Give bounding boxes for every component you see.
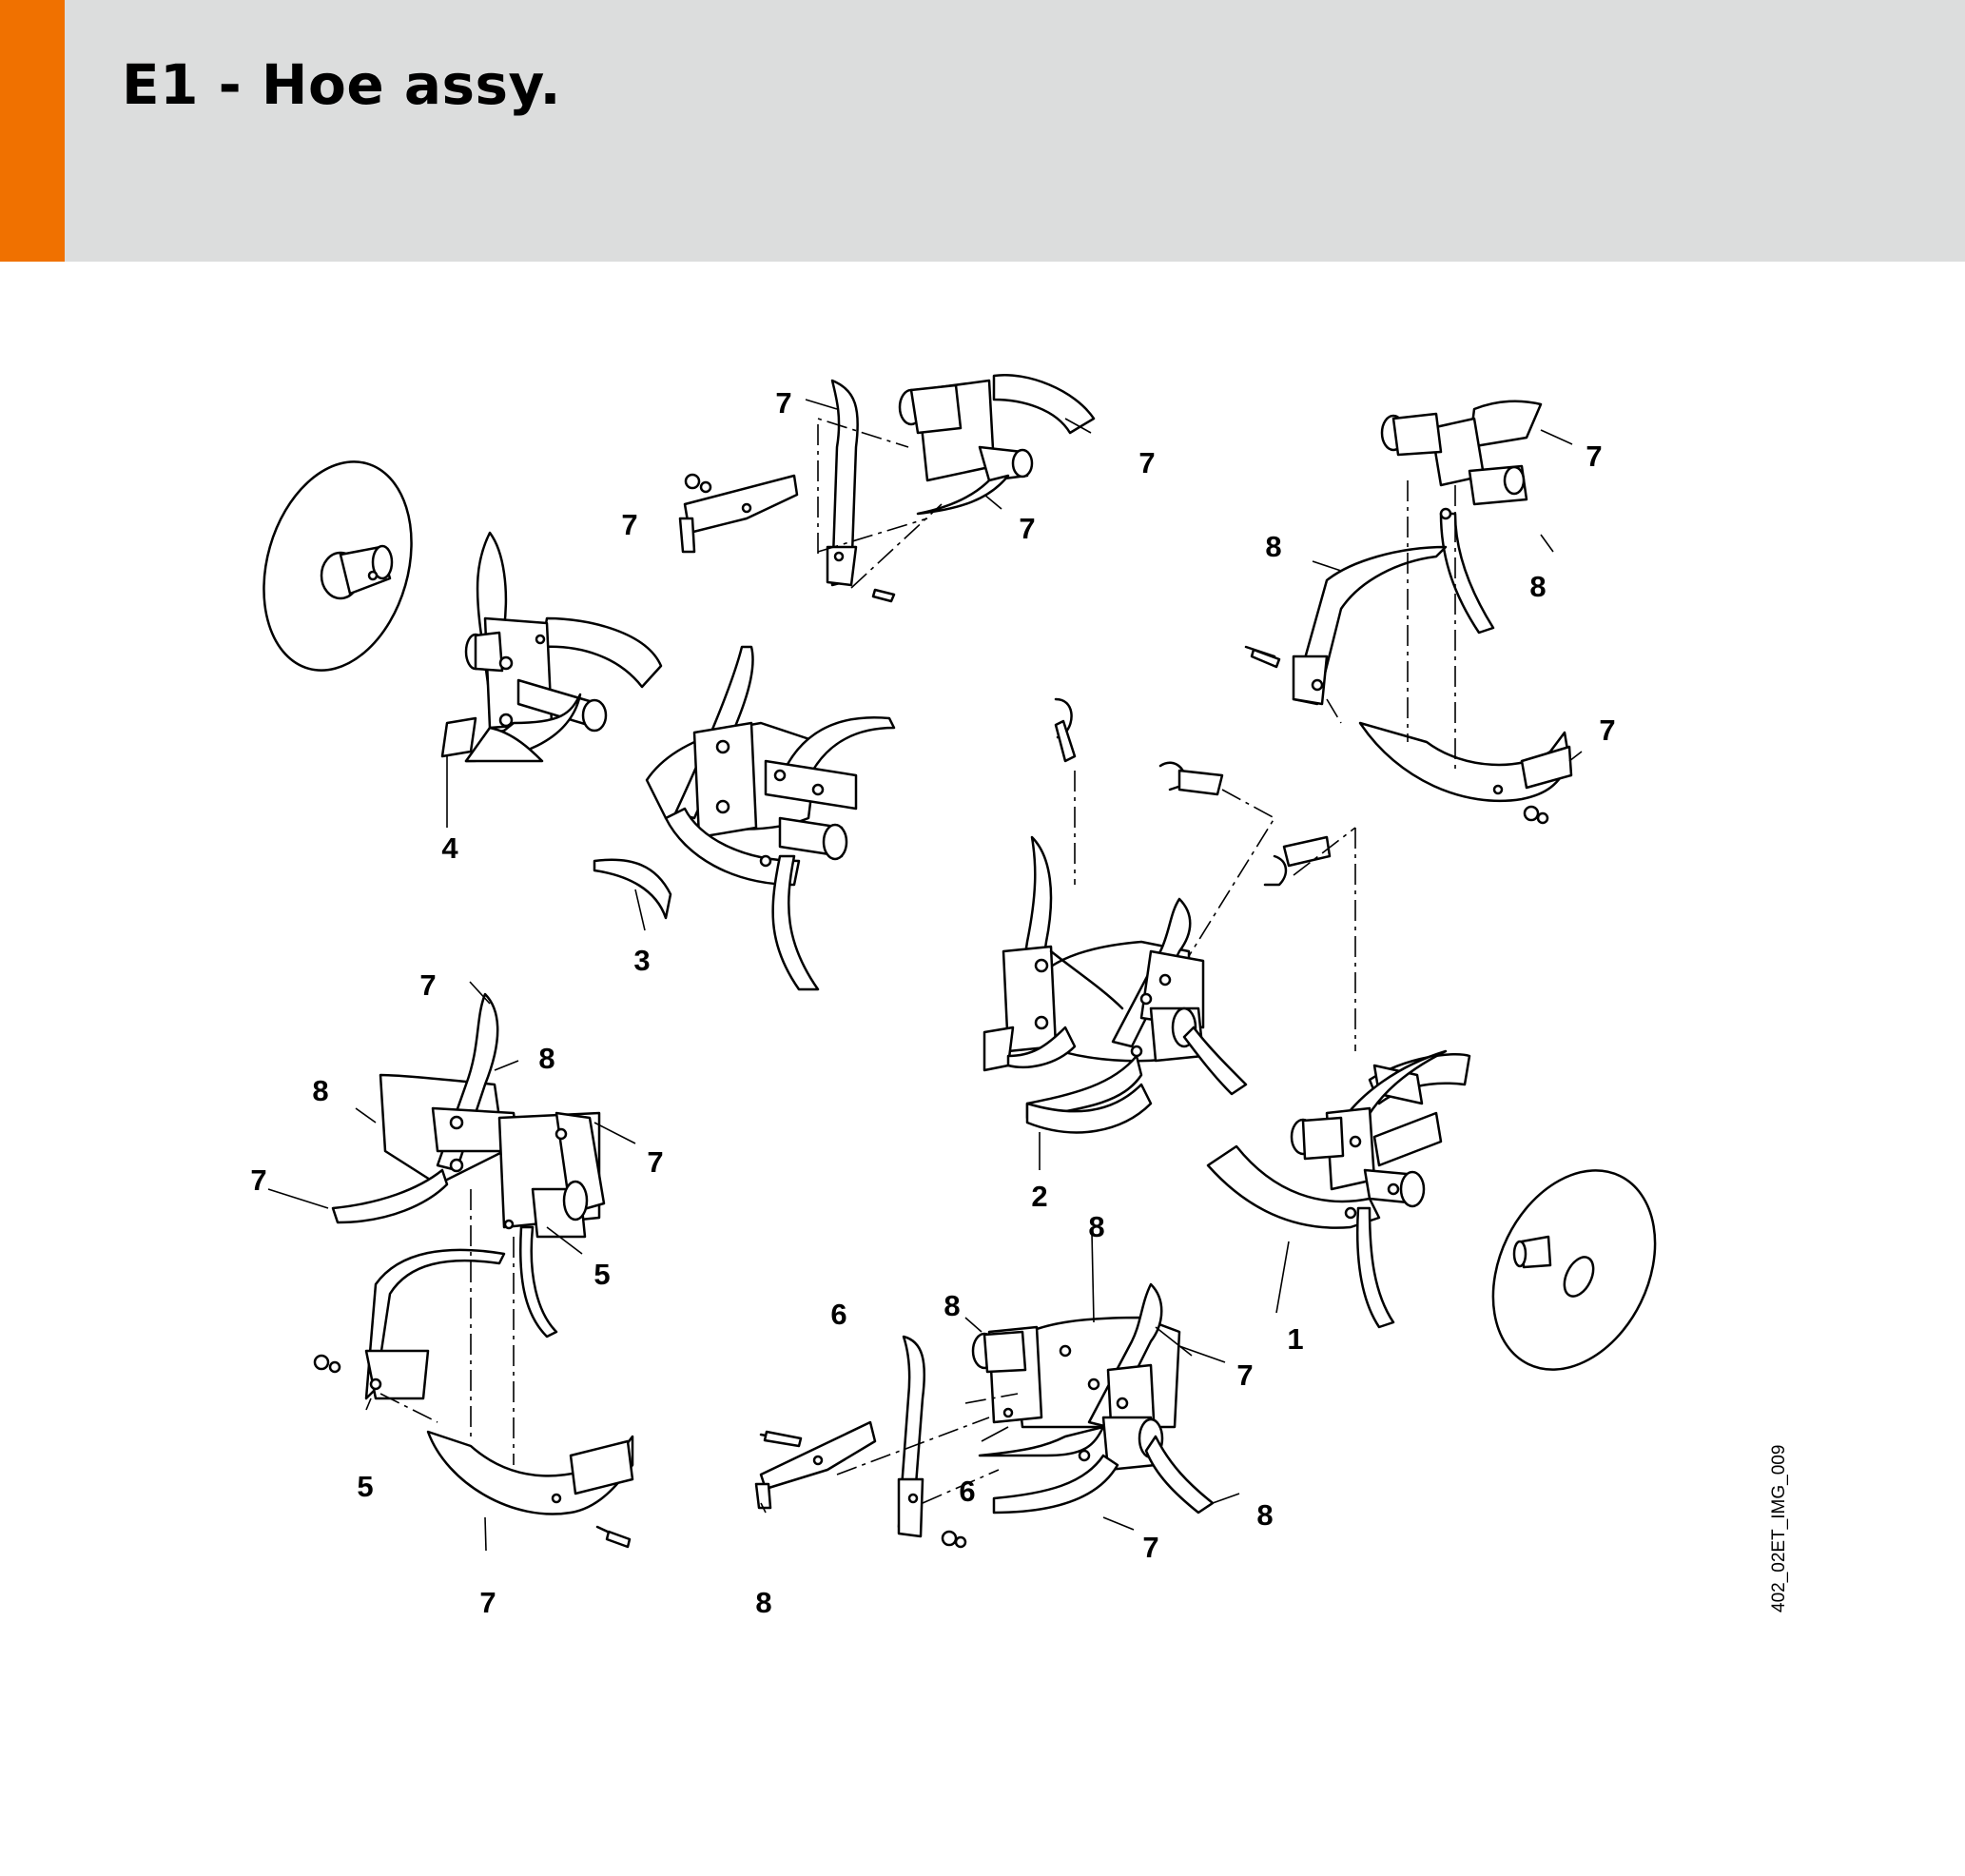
center-clips (1054, 697, 1332, 887)
hoe-line-art (263, 374, 1657, 1549)
callout-labels: 1 2 3 4 5 5 6 6 7 7 7 7 7 7 7 7 7 7 7 7 … (250, 386, 1615, 1619)
hoe-unit-5 (313, 992, 634, 1549)
callout-7: 7 (1236, 1358, 1253, 1392)
hoe-unit-top-center (678, 374, 1096, 603)
callout-8: 8 (1256, 1498, 1273, 1532)
callout-8: 7 (1138, 446, 1155, 479)
right-protective-disc (1491, 1169, 1657, 1371)
image-reference-text: 402_02ET_IMG_009 (1769, 1444, 1789, 1612)
callout-8: 8 (312, 1074, 328, 1107)
hoe-unit-6 (754, 1282, 1215, 1549)
callout-7: 7 (1142, 1531, 1158, 1564)
page-title: E1 - Hoe assy. (122, 52, 562, 117)
hoe-unit-2 (982, 835, 1248, 1134)
callout-6: 6 (830, 1298, 846, 1331)
callout-8: 8 (1529, 570, 1546, 603)
callout-8: 8 (538, 1042, 554, 1075)
callout-1: 1 (1287, 1322, 1303, 1356)
assembly-lines (379, 417, 1456, 1504)
callout-8: 8 (755, 1586, 771, 1619)
hoe-unit-top-right (1244, 400, 1573, 825)
callout-7: 7 (1586, 440, 1602, 473)
callout-7: 7 (250, 1163, 266, 1197)
callout-7: 7 (419, 968, 436, 1002)
orange-accent-bar (0, 0, 65, 262)
page-header (0, 0, 1965, 262)
hoe-unit-4 (440, 531, 663, 763)
hoe-unit-3 (593, 645, 896, 991)
callout-6: 6 (959, 1475, 975, 1508)
callout-8: 8 (1088, 1210, 1104, 1243)
callout-8: 8 (944, 1289, 960, 1322)
callout-7: 7 (1599, 713, 1615, 747)
callout-7: 7 (479, 1586, 496, 1619)
callout-2: 2 (1031, 1180, 1047, 1213)
callout-8: 8 (1265, 530, 1281, 563)
callout-3: 3 (633, 944, 650, 977)
callout-7: 7 (775, 386, 791, 420)
callout-5: 5 (357, 1470, 373, 1503)
callout-8: 7 (621, 508, 637, 541)
callout-5: 5 (593, 1258, 610, 1291)
hoe-unit-1 (1206, 1049, 1471, 1329)
callout-4: 4 (441, 831, 458, 865)
leader-lines (267, 399, 1583, 1552)
callout-7: 7 (647, 1145, 663, 1179)
left-protective-disc (263, 460, 413, 672)
callout-7: 7 (1019, 512, 1035, 545)
